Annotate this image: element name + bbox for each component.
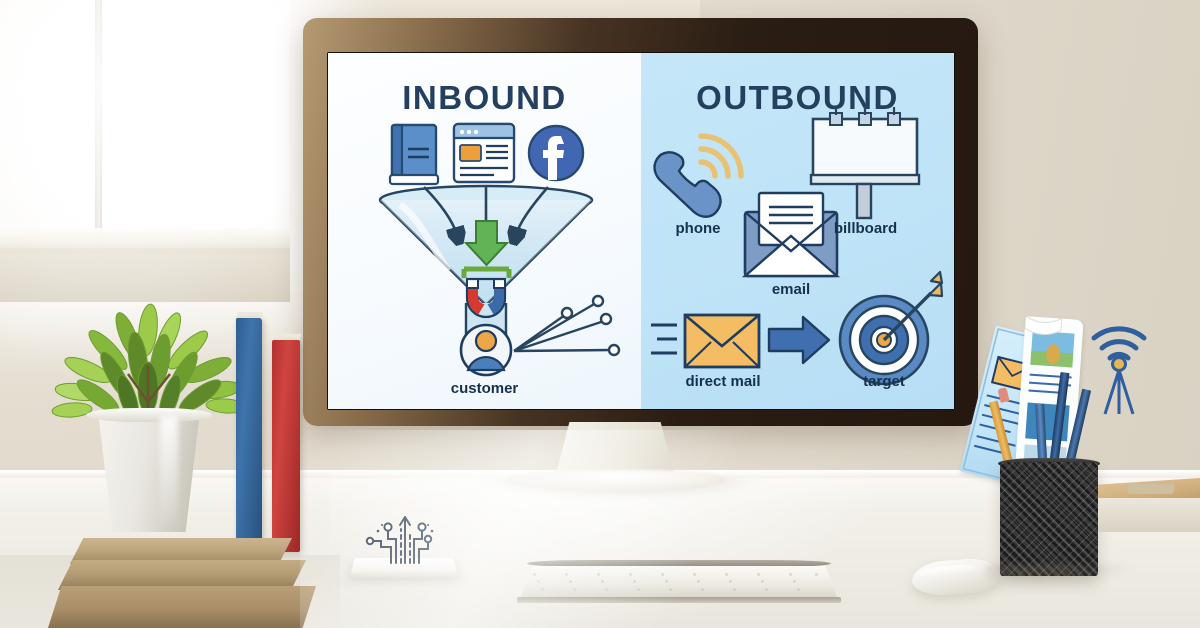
red-book	[272, 340, 300, 552]
download-arrow-icon	[461, 220, 512, 278]
target-label: target	[863, 373, 905, 390]
plant-pot-highlight	[160, 416, 178, 524]
wifi-signal-icon	[1091, 326, 1147, 415]
monitor-stand-base	[505, 470, 727, 490]
keyboard-keys[interactable]	[525, 570, 833, 596]
plant-pot-rim	[86, 408, 212, 422]
desktop-monitor[interactable]: INBOUND	[303, 18, 978, 426]
window-mullion	[95, 0, 102, 252]
right-arrow-icon	[767, 315, 831, 365]
book-stack-middle	[58, 560, 306, 590]
email-envelope-icon	[741, 191, 841, 278]
mesh-pen-cup	[1000, 462, 1098, 576]
monitor-screen[interactable]: INBOUND	[328, 53, 954, 409]
potted-plant	[20, 270, 280, 560]
book-icon	[388, 123, 440, 186]
plant-pot	[97, 410, 201, 532]
facebook-icon	[527, 124, 585, 182]
target-dartboard-icon	[838, 270, 944, 386]
wooden-tray-slot	[1127, 484, 1175, 494]
direct-mail-envelope-icon	[651, 313, 761, 369]
pen-cup-mesh-pattern	[1000, 462, 1098, 576]
phone-label: phone	[675, 220, 721, 237]
network-nodes-icon	[513, 294, 621, 357]
book-stack-top	[70, 538, 292, 564]
inbound-graphics	[378, 122, 621, 377]
blue-book	[236, 318, 262, 548]
email-label: email	[771, 281, 811, 298]
outbound-graphics	[651, 107, 944, 386]
billboard-label: billboard	[833, 220, 898, 237]
book-stack-bottom	[48, 586, 316, 628]
phone-handset-icon	[653, 133, 744, 218]
inbound-heading: INBOUND	[402, 79, 567, 116]
pen-cup-shadow	[985, 565, 1135, 587]
webpage-icon	[452, 122, 516, 184]
circuit-growth-arrow-icon	[365, 516, 434, 564]
wooden-tray-body	[1098, 498, 1200, 532]
customer-label: customer	[450, 380, 519, 397]
customer-avatar-icon	[459, 323, 513, 377]
direct-mail-label: direct mail	[685, 373, 761, 390]
keyboard-front-edge	[517, 597, 841, 603]
magnet-icon	[465, 277, 507, 319]
keyboard-back-edge	[527, 560, 831, 567]
inbound-panel: INBOUND	[328, 53, 641, 409]
billboard-icon	[809, 107, 921, 220]
outbound-heading: OUTBOUND	[696, 79, 899, 116]
outbound-panel: OUTBOUND	[641, 53, 954, 409]
plant-foliage	[51, 303, 247, 422]
